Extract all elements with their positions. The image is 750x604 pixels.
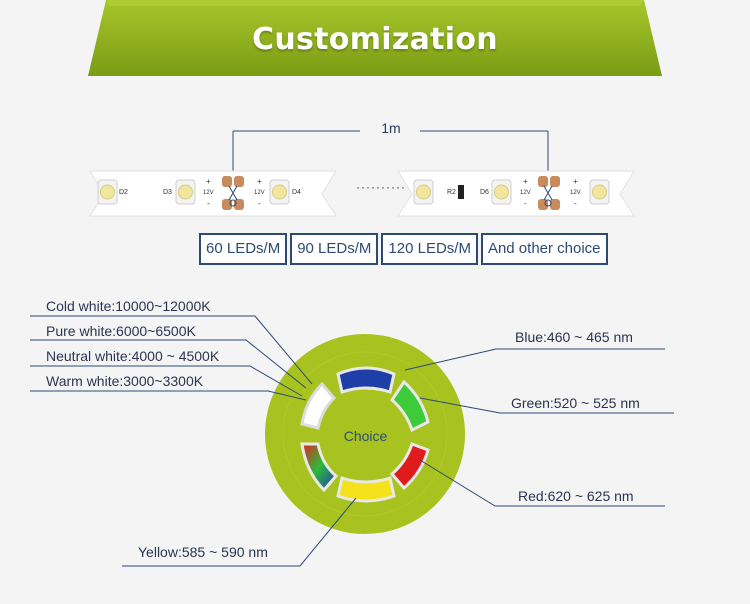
polarity-mark: -	[574, 199, 577, 208]
callout-cold-white: Cold white:10000~12000K	[46, 298, 211, 314]
callout-pure-white: Pure white:6000~6500K	[46, 323, 196, 339]
density-option-other: And other choice	[480, 233, 608, 265]
green-led-chip	[390, 379, 430, 433]
header-banner: Customization	[0, 0, 750, 90]
smd-led	[175, 179, 196, 205]
continuation-dots: ··········	[356, 180, 406, 194]
callout-lines	[30, 315, 674, 567]
led-label: D2	[119, 189, 128, 196]
length-label: 1m	[366, 120, 416, 136]
led-label: D6	[480, 189, 489, 196]
white-led-chip	[300, 381, 337, 430]
solder-pads	[538, 176, 560, 210]
led-label: D4	[292, 189, 301, 196]
smd-led	[491, 179, 512, 205]
voltage-label: 12V	[520, 190, 531, 196]
polarity-mark: -	[258, 199, 261, 208]
callout-neutral-white: Neutral white:4000 ~ 4500K	[46, 348, 220, 364]
smd-led	[97, 179, 118, 205]
callout-warm-white: Warm white:3000~3300K	[46, 373, 204, 389]
led-density-options: 60 LEDs/M 90 LEDs/M 120 LEDs/M And other…	[199, 233, 608, 265]
callout-blue: Blue:460 ~ 465 nm	[515, 329, 633, 345]
resistor-label: R2	[447, 189, 456, 196]
callout-green: Green:520 ~ 525 nm	[511, 395, 640, 411]
led-strip-left: D2 D3 12V 12V D4 + - + -	[89, 170, 337, 217]
voltage-label: 12V	[203, 190, 214, 196]
resistor	[458, 185, 464, 199]
yellow-led-chip	[336, 476, 396, 503]
smd-led	[413, 179, 434, 205]
callout-yellow: Yellow:585 ~ 590 nm	[138, 544, 268, 560]
polarity-mark: -	[207, 199, 210, 208]
red-led-chip	[389, 442, 430, 491]
blue-led-chip	[336, 366, 396, 394]
wheel-center-label: Choice	[343, 428, 388, 444]
rgb-led-chip	[300, 442, 339, 493]
color-choice-wheel	[265, 334, 465, 534]
polarity-mark: -	[524, 199, 527, 208]
cut-mark	[228, 185, 553, 207]
smd-led	[589, 179, 610, 205]
polarity-mark: +	[206, 177, 211, 186]
page-title: Customization	[252, 22, 498, 57]
solder-pads	[222, 176, 244, 210]
density-option-60: 60 LEDs/M	[199, 233, 288, 265]
polarity-mark: +	[257, 177, 262, 186]
callout-red: Red:620 ~ 625 nm	[518, 488, 634, 504]
density-option-90: 90 LEDs/M	[290, 233, 379, 265]
polarity-mark: +	[573, 177, 578, 186]
voltage-label: 12V	[254, 190, 265, 196]
polarity-mark: +	[523, 177, 528, 186]
density-option-120: 120 LEDs/M	[381, 233, 478, 265]
voltage-label: 12V	[570, 190, 581, 196]
led-label: D3	[163, 189, 172, 196]
led-strip-right: R2 D6 12V 12V + - + -	[397, 170, 635, 217]
banner-ribbon	[88, 0, 662, 76]
smd-led	[269, 179, 290, 205]
